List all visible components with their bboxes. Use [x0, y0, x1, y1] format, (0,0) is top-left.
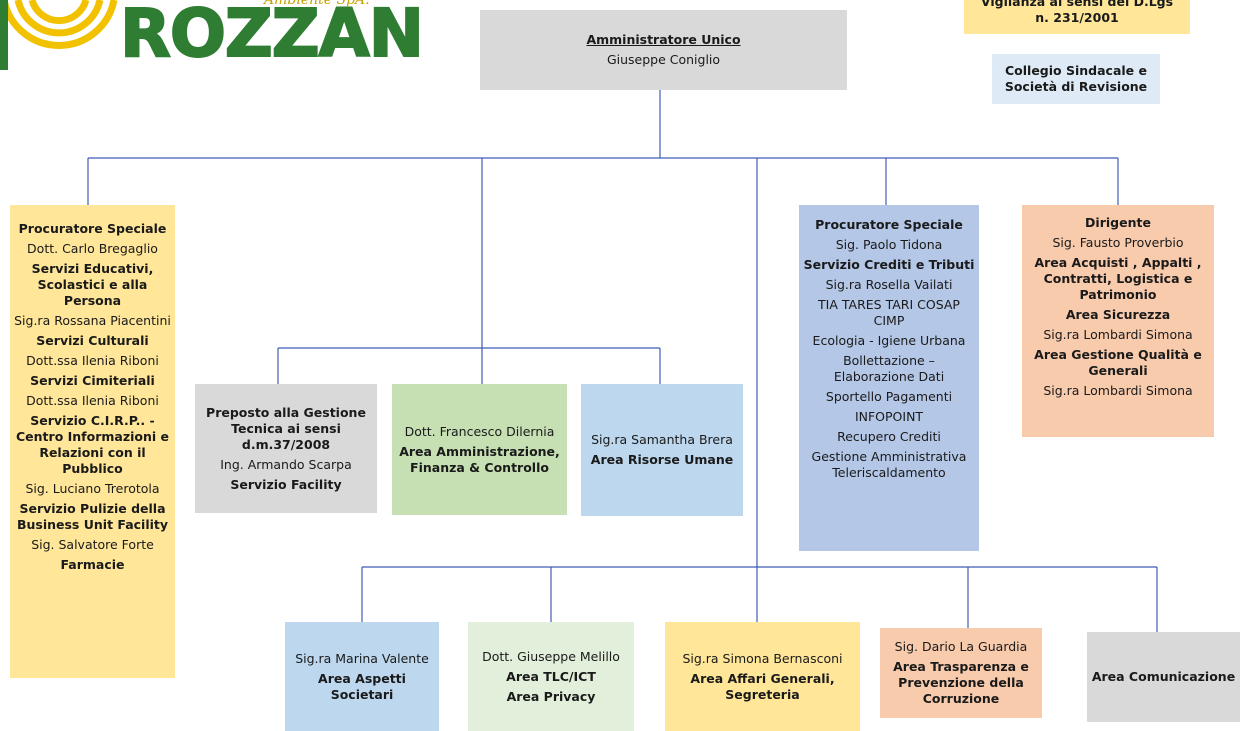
tlc-line: Dott. Giuseppe Melillo: [482, 648, 620, 664]
amministrazione-line: Area Amministrazione, Finanza & Controll…: [399, 443, 560, 475]
risorse-line: Sig.ra Samantha Brera: [591, 432, 733, 447]
procuratore1-line: Servizio C.I.R.P.. - Centro Informazioni…: [16, 413, 169, 476]
dirigente-line: Area Sicurezza: [1065, 307, 1171, 322]
dirigente-line: Sig.ra Lombardi Simona: [1043, 383, 1193, 398]
preposto-line: Preposto alla Gestione Tecnica ai sensi …: [206, 404, 366, 452]
tlc-line: Area TLC/ICT: [506, 668, 596, 684]
procuratore2-line: Ecologia - Igiene Urbana: [812, 333, 966, 348]
comunicazione-line: Area Comunicazione: [1091, 669, 1236, 684]
collegio-box: Collegio Sindacale e Società di Revision…: [992, 54, 1160, 104]
amministratore-name: Giuseppe Coniglio: [606, 52, 721, 67]
collegio-text: Collegio Sindacale e Società di Revision…: [1004, 63, 1148, 94]
dirigente-line: Sig.ra Lombardi Simona: [1043, 327, 1193, 342]
vigilanza-text: Vigilanza ai sensi del D.Lgs n. 231/2001: [980, 0, 1174, 25]
area-comunicazione-box: Area Comunicazione: [1087, 632, 1240, 722]
procuratore1-line: Dott.ssa Ilenia Riboni: [26, 353, 159, 368]
procuratore2-line: Sig. Paolo Tidona: [835, 237, 943, 252]
dirigente-line: Area Gestione Qualità e Generali: [1034, 347, 1202, 378]
preposto-gestione-tecnica-box: Preposto alla Gestione Tecnica ai sensi …: [195, 384, 377, 513]
procuratore1-line: Sig. Luciano Trerotola: [25, 481, 160, 496]
dirigente-line: Dirigente: [1085, 215, 1151, 230]
procuratore1-line: Servizi Culturali: [36, 333, 149, 348]
procuratore2-line: TIA TARES TARI COSAP CIMP: [818, 297, 960, 328]
procuratore1-line: Dott. Carlo Bregaglio: [27, 241, 158, 256]
procuratore1-line: Procuratore Speciale: [18, 221, 167, 236]
procuratore2-line: Gestione Amministrativa Teleriscaldament…: [811, 449, 967, 480]
preposto-line: Ing. Armando Scarpa: [220, 456, 352, 472]
procuratore1-line: Servizio Pulizie della Business Unit Fac…: [16, 501, 169, 532]
sun-logo-icon: [0, 0, 118, 70]
procuratore2-line: Sportello Pagamenti: [825, 389, 953, 404]
procuratore2-line: Sig.ra Rosella Vailati: [825, 277, 953, 292]
logo-wordmark: ROZZANO: [119, 0, 420, 72]
dirigente-line: Area Acquisti , Appalti , Contratti, Log…: [1034, 255, 1202, 302]
amministratore-box: Amministratore Unico Giuseppe Coniglio: [480, 10, 847, 90]
procuratore2-line: Servizio Crediti e Tributi: [803, 257, 975, 272]
vigilanza-box: Vigilanza ai sensi del D.Lgs n. 231/2001: [964, 0, 1190, 34]
procuratore1-line: Farmacie: [60, 557, 125, 572]
trasparenza-line: Sig. Dario La Guardia: [894, 639, 1028, 654]
procuratore2-line: Recupero Crediti: [837, 429, 941, 444]
procuratore2-line: Procuratore Speciale: [815, 217, 963, 232]
tlc-line: Area Privacy: [506, 688, 596, 704]
logo-subtitle: Ambiente SpA.: [264, 0, 370, 8]
societari-line: Sig.ra Marina Valente: [295, 650, 429, 666]
procuratore1-line: Servizi Cimiteriali: [30, 373, 155, 388]
procuratore1-line: Sig. Salvatore Forte: [31, 537, 154, 552]
procuratore1-line: Sig.ra Rossana Piacentini: [14, 313, 171, 328]
dirigente-line: Sig. Fausto Proverbio: [1052, 235, 1184, 250]
procuratore1-line: Servizi Educativi, Scolastici e alla Per…: [31, 261, 154, 308]
procuratore2-line: INFOPOINT: [854, 409, 924, 424]
affari-line: Area Affari Generali, Segreteria: [690, 670, 835, 702]
amministratore-title: Amministratore Unico: [586, 32, 741, 47]
procuratore2-line: Bollettazione – Elaborazione Dati: [833, 353, 945, 384]
trasparenza-line: Area Trasparenza e Prevenzione della Cor…: [893, 659, 1029, 706]
company-logo: ROZZANO Ambiente SpA.: [0, 0, 420, 72]
amministrazione-line: Dott. Francesco Dilernia: [404, 423, 555, 439]
risorse-line: Area Risorse Umane: [590, 452, 734, 467]
procuratore1-line: Dott.ssa Ilenia Riboni: [26, 393, 159, 408]
preposto-line: Servizio Facility: [230, 476, 342, 492]
societari-line: Area Aspetti Societari: [318, 670, 406, 702]
affari-line: Sig.ra Simona Bernasconi: [682, 650, 843, 666]
